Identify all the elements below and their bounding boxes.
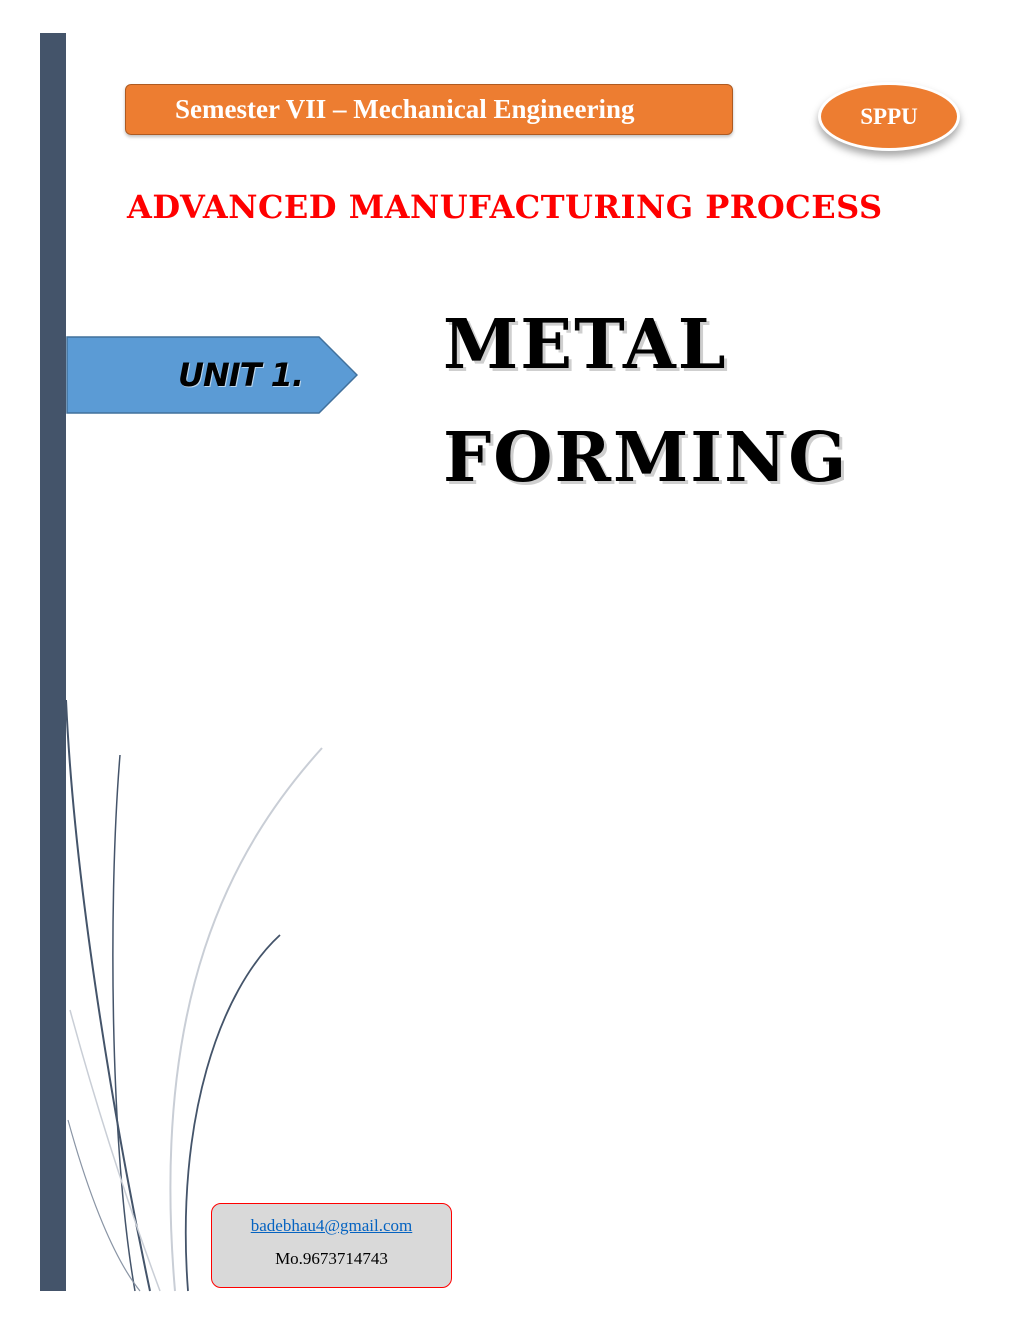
sidebar-bar bbox=[40, 33, 66, 1291]
chapter-title-line-1: Metal bbox=[443, 305, 728, 385]
email-link[interactable]: badebhau4@gmail.com bbox=[250, 1216, 413, 1235]
chapter-title-line-2: Forming bbox=[443, 418, 849, 498]
university-badge: SPPU bbox=[818, 82, 960, 151]
unit-label: Unit 1. bbox=[178, 356, 304, 394]
subject-title: Advanced Manufacturing Process bbox=[127, 188, 883, 226]
unit-arrow-shape bbox=[66, 336, 358, 414]
contact-box: badebhau4@gmail.com Mo.9673714743 bbox=[211, 1203, 452, 1288]
semester-banner: Semester VII – Mechanical Engineering bbox=[125, 84, 733, 135]
phone-number: Mo.9673714743 bbox=[275, 1249, 388, 1268]
